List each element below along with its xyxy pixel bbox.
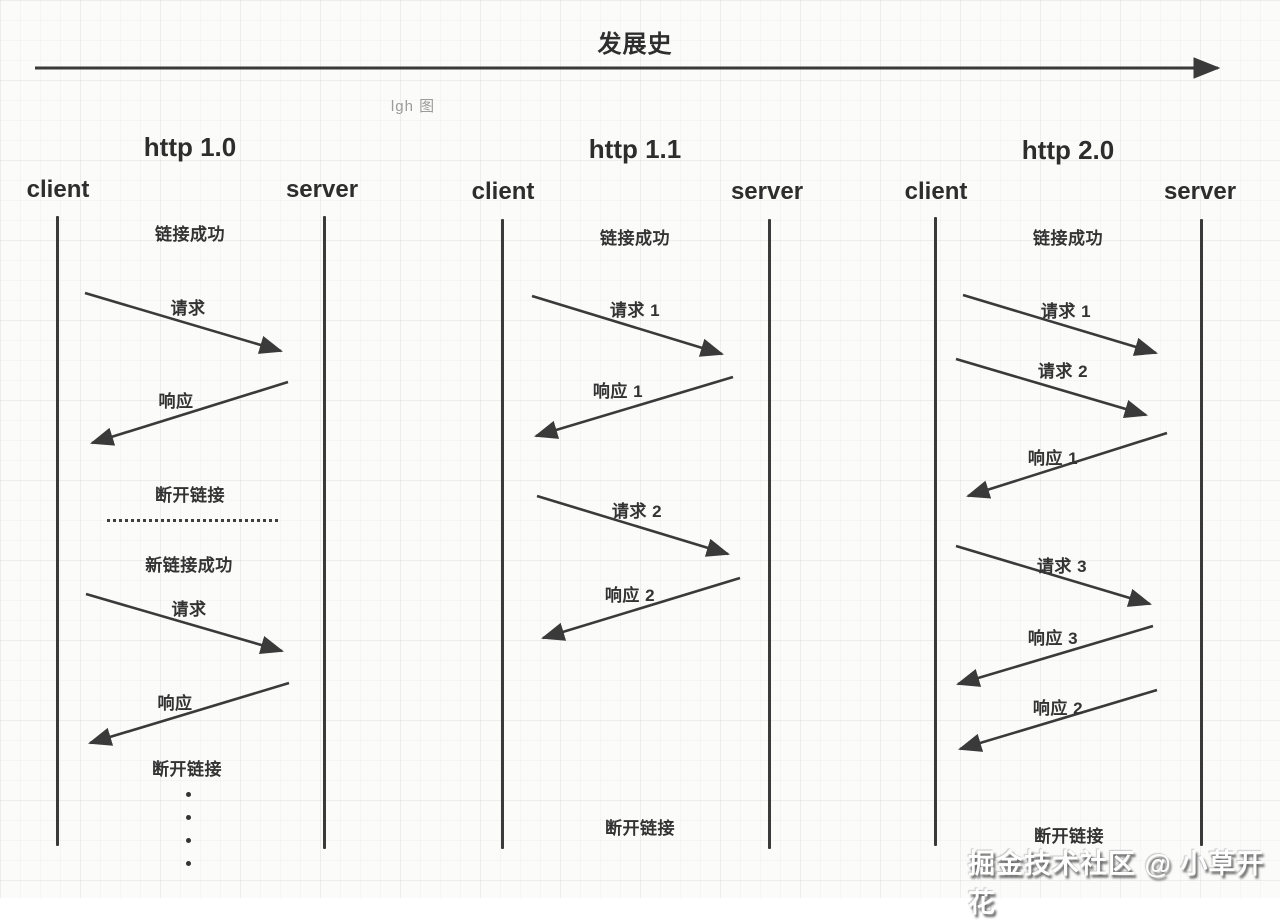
http10-msg-disconnect-1: 断开链接 (155, 486, 225, 505)
continuation-dot (186, 792, 191, 797)
continuation-dot (186, 861, 191, 866)
http11-client-label: client (471, 178, 535, 205)
http10-server-lifeline (323, 216, 326, 849)
http10-msg-new-connect: 新链接成功 (145, 556, 233, 575)
http11-msg-response-1: 响应 1 (592, 382, 644, 401)
http11-msg-disconnect: 断开链接 (605, 819, 675, 838)
http10-client-label: client (26, 176, 90, 203)
http10-msg-disconnect-2: 断开链接 (152, 760, 222, 779)
http10-msg-response-2: 响应 (157, 694, 193, 713)
watermark: 掘金技术社区 @ 小草开花 (968, 849, 1265, 918)
http20-server-label: server (1163, 178, 1237, 205)
http20-msg-response-1: 响应 1 (1027, 449, 1079, 468)
http10-client-lifeline (56, 216, 59, 846)
continuation-dot (186, 838, 191, 843)
http20-msg-request-2: 请求 2 (1037, 362, 1089, 381)
http11-msg-response-2: 响应 2 (604, 586, 656, 605)
http10-msg-response-1: 响应 (158, 392, 194, 411)
http11-client-lifeline (501, 219, 504, 849)
http10-msg-request-2: 请求 (171, 600, 207, 619)
http20-msg-response-3: 响应 3 (1027, 629, 1079, 648)
http11-msg-request-2: 请求 2 (611, 502, 663, 521)
http20-msg-response-2: 响应 2 (1032, 699, 1084, 718)
http10-msg-connect: 链接成功 (155, 225, 225, 244)
continuation-dot (186, 815, 191, 820)
http10-reconnect-divider (107, 519, 278, 522)
http20-msg-connect: 链接成功 (1033, 229, 1103, 248)
http20-msg-disconnect: 断开链接 (1034, 827, 1104, 846)
http20-server-lifeline (1200, 219, 1203, 846)
http11-msg-request-1: 请求 1 (609, 301, 661, 320)
http10-server-label: server (285, 176, 359, 203)
http20-msg-request-1: 请求 1 (1040, 302, 1092, 321)
author-note: lgh 图 (390, 98, 436, 115)
http10-msg-request-1: 请求 (170, 299, 206, 318)
http11-server-lifeline (768, 219, 771, 849)
http11-server-label: server (730, 178, 804, 205)
http20-msg-request-3: 请求 3 (1036, 557, 1088, 576)
protocol-title-http11: http 1.1 (588, 134, 682, 164)
diagram-title: 发展史 (597, 31, 673, 58)
protocol-title-http20: http 2.0 (1021, 135, 1115, 165)
protocol-title-http10: http 1.0 (143, 132, 237, 162)
http20-client-label: client (904, 178, 968, 205)
http11-msg-connect: 链接成功 (600, 229, 670, 248)
http20-client-lifeline (934, 217, 937, 846)
